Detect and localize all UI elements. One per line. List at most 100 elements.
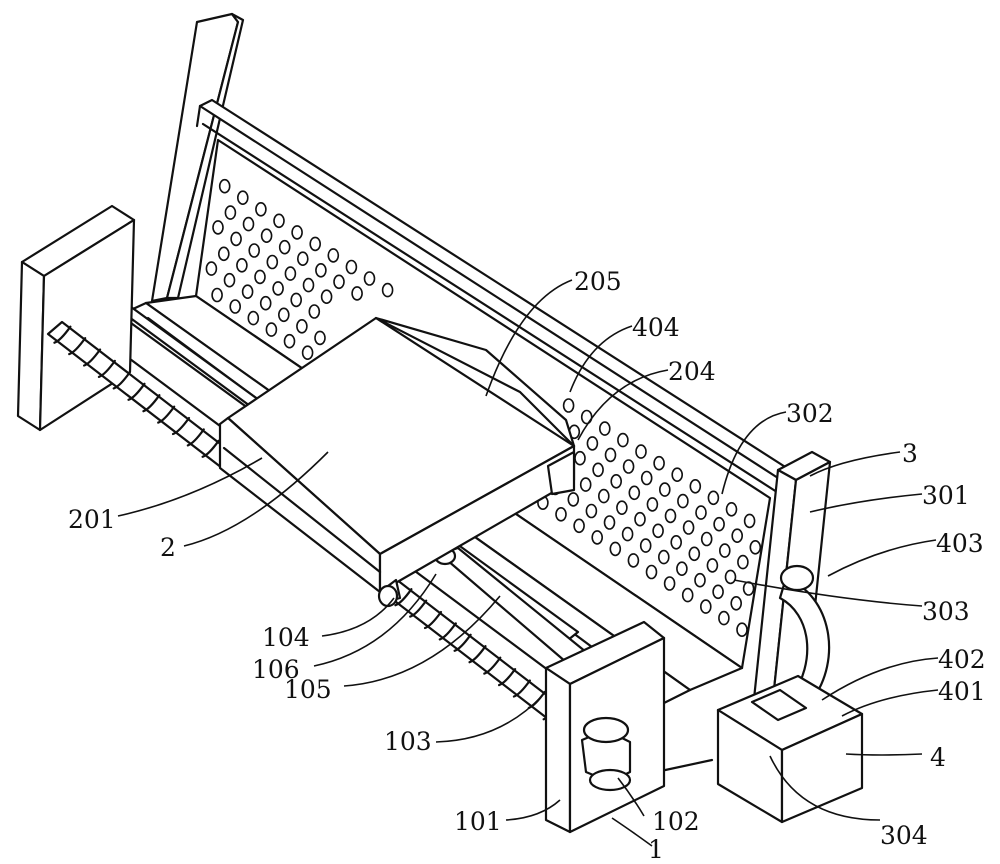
label-102: 102	[652, 807, 700, 836]
label-402: 402	[938, 645, 986, 674]
screen-hole	[277, 307, 290, 323]
screen-hole	[743, 513, 756, 529]
label-205: 205	[574, 267, 622, 296]
screen-hole	[622, 459, 635, 474]
thread-ridge	[409, 599, 428, 618]
leader-lines	[117, 279, 939, 847]
callout-labels: 201 2 205 404 204 302 3 301 403 303 402 …	[68, 267, 986, 864]
screen-hole	[635, 444, 647, 459]
screen-hole	[229, 299, 241, 314]
screen-hole	[265, 322, 278, 337]
screen-hole	[585, 503, 598, 519]
screen-hole	[218, 178, 231, 194]
screen-hole	[212, 220, 224, 235]
screen-hole	[713, 516, 725, 532]
screen-hole	[248, 243, 260, 258]
screen-hole	[260, 228, 273, 243]
screen-hole	[283, 333, 296, 349]
screen-hole	[381, 282, 394, 298]
screen-hole	[677, 493, 689, 509]
screen-hole	[700, 531, 713, 547]
thread-ridge	[68, 337, 87, 356]
label-204: 204	[668, 357, 716, 386]
screen-hole	[603, 515, 616, 530]
screen-hole	[211, 287, 223, 303]
screen-hole	[706, 558, 719, 573]
label-303: 303	[922, 597, 970, 626]
screen-hole	[278, 239, 291, 255]
label-201: 201	[68, 505, 116, 534]
screen-hole	[327, 248, 340, 263]
screen-hole	[657, 549, 670, 565]
screen-hole	[302, 277, 315, 293]
screen-hole	[652, 523, 664, 539]
screen-hole	[363, 271, 376, 286]
screen-hole	[737, 554, 749, 570]
screen-hole	[676, 561, 688, 577]
screen-hole	[242, 216, 255, 232]
screen-hole	[627, 553, 640, 568]
label-106: 106	[252, 655, 300, 684]
screen-hole	[579, 477, 592, 492]
screen-hole	[725, 501, 738, 517]
thread-ridge	[97, 359, 116, 378]
screen-hole	[699, 599, 712, 614]
left-upright-post	[150, 12, 245, 303]
screen-hole	[640, 470, 653, 486]
screen-hole	[609, 541, 622, 557]
screen-hole	[255, 202, 267, 217]
screen-hole	[639, 538, 652, 553]
screen-hole	[562, 398, 575, 413]
thread-ridge	[468, 645, 487, 664]
screen-hole	[314, 330, 326, 346]
screen-hole	[567, 492, 580, 507]
screen-hole	[351, 286, 363, 301]
screen-hole	[645, 564, 658, 580]
left-end-plate	[16, 204, 136, 432]
screen-hole	[574, 450, 586, 466]
slider-block	[218, 316, 576, 604]
screen-hole	[301, 345, 314, 361]
screen-hole	[730, 595, 743, 611]
screen-hole	[664, 508, 677, 524]
screen-hole	[241, 284, 254, 300]
label-104: 104	[262, 623, 310, 652]
label-403: 403	[936, 529, 984, 558]
screen-hole	[273, 213, 285, 229]
label-4: 4	[930, 743, 946, 772]
screen-hole	[663, 576, 676, 591]
screen-hole	[653, 455, 665, 471]
screen-hole	[604, 447, 617, 463]
screen-hole	[658, 482, 671, 497]
screen-hole	[247, 310, 260, 326]
screen-hole	[634, 511, 646, 527]
right-end-plate	[544, 620, 666, 834]
screen-hole	[309, 236, 322, 252]
thread-ridge	[498, 668, 517, 687]
screen-hole	[610, 473, 623, 489]
screen-hole	[592, 462, 604, 478]
screen-hole	[573, 518, 585, 534]
thread-ridge	[53, 325, 72, 344]
screen-hole	[718, 543, 731, 558]
label-101: 101	[454, 807, 502, 836]
screen-hole	[617, 432, 629, 448]
control-box	[716, 674, 864, 824]
screen-hole	[284, 266, 297, 281]
label-401: 401	[938, 677, 986, 706]
thread-ridge	[201, 439, 220, 458]
screen-hole	[296, 318, 308, 334]
thread-ridge	[512, 679, 531, 698]
screen-hole	[586, 436, 599, 451]
screen-hole	[681, 587, 694, 603]
screen-hole	[670, 534, 683, 550]
screen-hole	[254, 269, 266, 285]
screen-hole	[224, 205, 237, 220]
screen-hole	[621, 526, 634, 542]
label-1: 1	[648, 835, 664, 864]
screen-hole	[237, 190, 249, 205]
label-103: 103	[384, 727, 432, 756]
screen-hole	[266, 254, 279, 270]
